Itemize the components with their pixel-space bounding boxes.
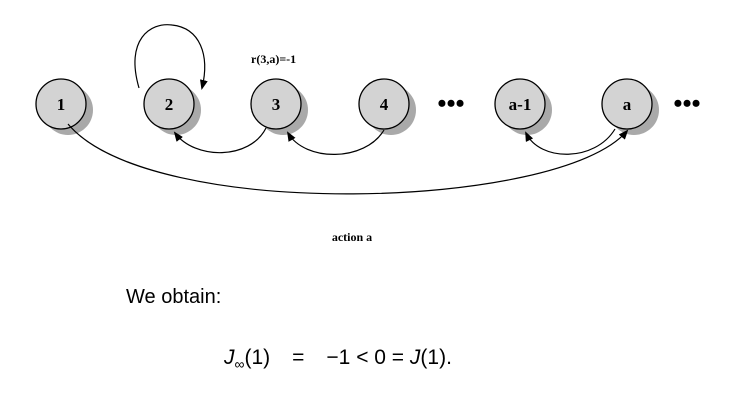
state-node-a: a: [601, 78, 659, 135]
self-loop-arrow-node-2: [134, 24, 208, 90]
action-a-arrow-1-to-a: [67, 123, 629, 195]
state-label: a-1: [509, 95, 532, 114]
state-label: 3: [272, 95, 281, 114]
equation-lhs-arg: (1): [244, 346, 271, 369]
transition-arrow-a-to-a-minus-1: [525, 128, 616, 155]
equation-rhs: −1 < 0 =: [326, 346, 410, 369]
state-node-a-minus-1: a-1: [494, 78, 552, 135]
state-label: 2: [165, 95, 174, 114]
ellipsis-middle: •••: [437, 89, 464, 118]
state-node-2: 2: [143, 78, 201, 135]
equation-lhs-var: J: [224, 346, 235, 369]
equation-operator: =: [292, 346, 305, 369]
mdp-state-diagram: 1 2 3 4 a-1 a ••• ••• r(3,a)=-1: [35, 24, 701, 244]
result-equation: J∞(1)=−1 < 0 = J(1).: [224, 346, 452, 372]
transition-arrow-3-to-2: [173, 127, 267, 154]
equation-lhs-subscript: ∞: [234, 356, 245, 373]
ellipsis-end: •••: [673, 89, 700, 118]
transition-arrow-4-to-3: [286, 129, 385, 155]
state-node-4: 4: [358, 78, 416, 135]
state-node-3: 3: [250, 78, 308, 135]
reward-label: r(3,a)=-1: [251, 52, 296, 66]
state-label: 4: [380, 95, 389, 114]
state-label: a: [623, 95, 632, 114]
equation-rhs-var: J: [409, 346, 421, 369]
state-label: 1: [57, 95, 66, 114]
action-label: action a: [332, 230, 372, 244]
state-node-1: 1: [35, 78, 93, 135]
equation-rhs-arg: (1).: [420, 346, 452, 369]
intro-text: We obtain:: [126, 286, 222, 308]
